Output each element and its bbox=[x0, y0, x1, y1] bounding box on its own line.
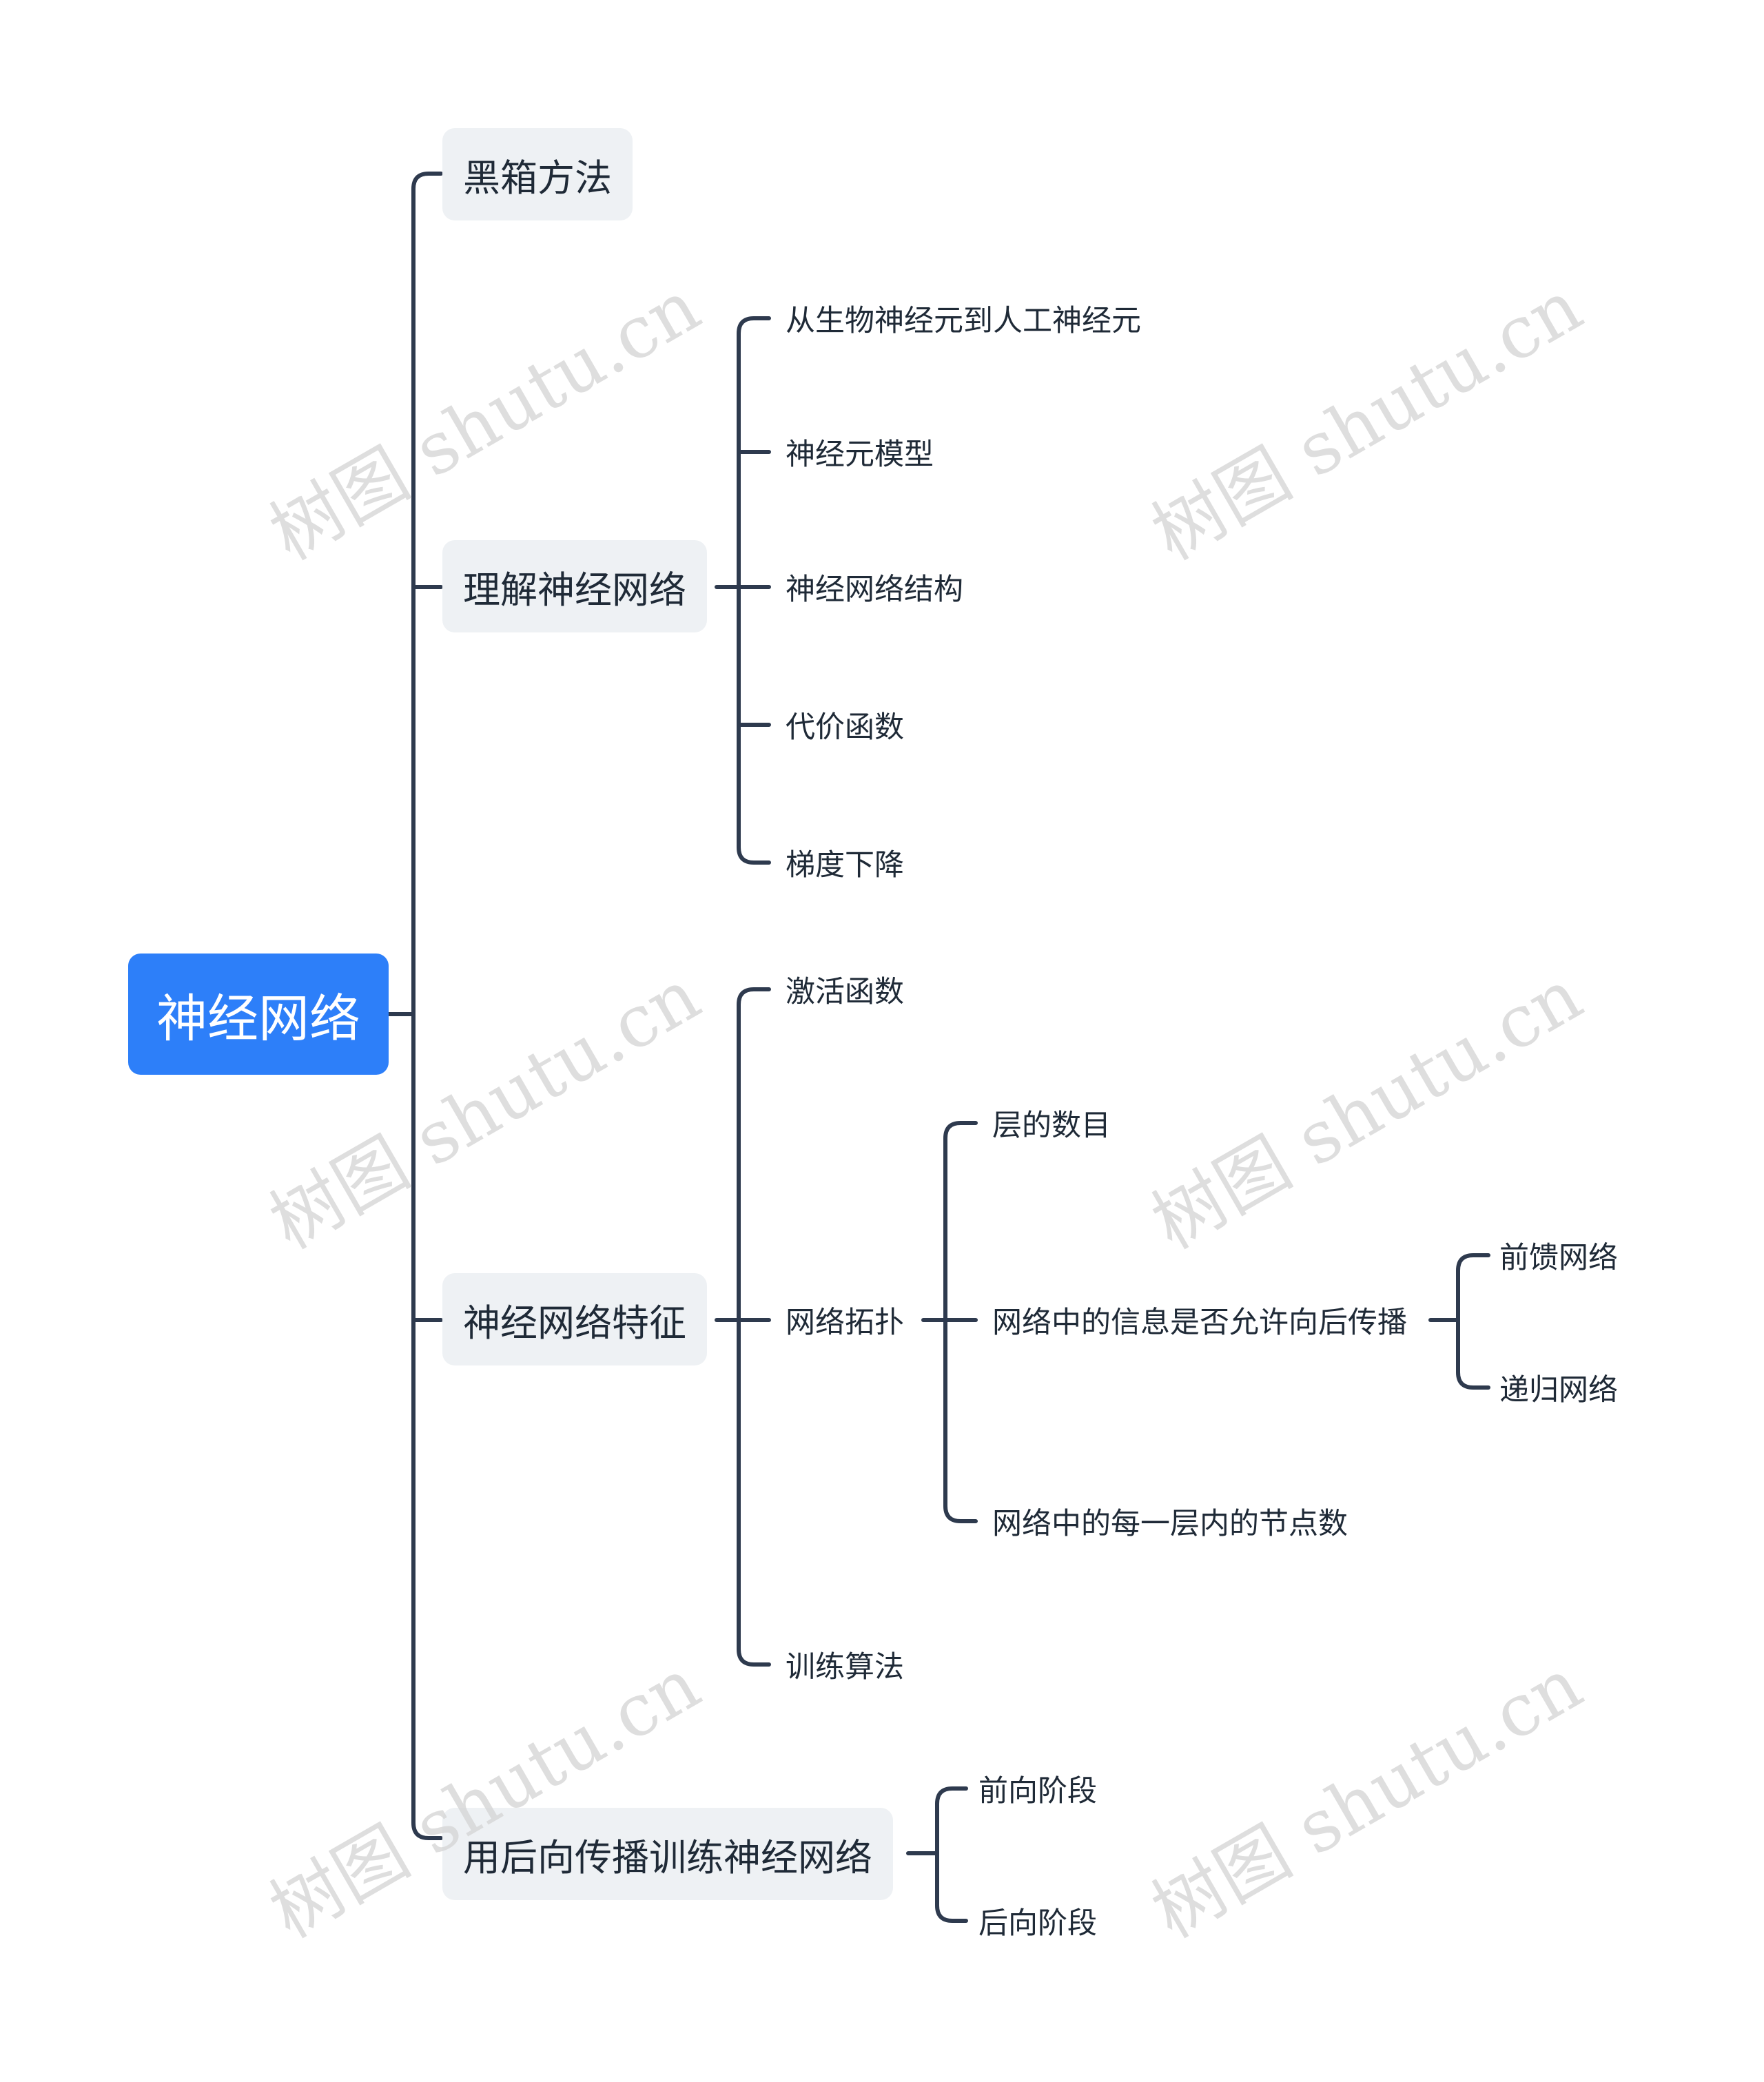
leaf-backward-phase[interactable]: 后向阶段 bbox=[978, 1906, 1097, 1941]
leaf-forward-phase[interactable]: 前向阶段 bbox=[978, 1774, 1097, 1808]
leaf-gradient-descent[interactable]: 梯度下降 bbox=[786, 848, 904, 883]
leaf-number-of-layers[interactable]: 层的数目 bbox=[992, 1109, 1111, 1143]
root-node[interactable]: 神经网络 bbox=[128, 954, 389, 1075]
leaf-activation-function[interactable]: 激活函数 bbox=[786, 975, 904, 1009]
branch-black-box[interactable]: 黑箱方法 bbox=[442, 128, 633, 220]
branch-nn-features[interactable]: 神经网络特征 bbox=[442, 1273, 707, 1365]
branch-backprop-training[interactable]: 用后向传播训练神经网络 bbox=[442, 1808, 893, 1900]
leaf-bio-to-artificial[interactable]: 从生物神经元到人工神经元 bbox=[786, 304, 1141, 338]
branch-understand-nn[interactable]: 理解神经网络 bbox=[442, 540, 707, 632]
leaf-neuron-model[interactable]: 神经元模型 bbox=[786, 437, 934, 472]
leaf-nn-structure[interactable]: 神经网络结构 bbox=[786, 573, 963, 607]
leaf-training-algorithm[interactable]: 训练算法 bbox=[786, 1650, 904, 1684]
leaf-recurrent-network[interactable]: 递归网络 bbox=[1499, 1373, 1618, 1408]
node-backprop-allowed[interactable]: 网络中的信息是否允许向后传播 bbox=[992, 1306, 1407, 1340]
leaf-nodes-per-layer[interactable]: 网络中的每一层内的节点数 bbox=[992, 1507, 1348, 1541]
leaf-feedforward-network[interactable]: 前馈网络 bbox=[1499, 1241, 1618, 1275]
leaf-cost-function[interactable]: 代价函数 bbox=[786, 710, 904, 745]
node-network-topology[interactable]: 网络拓扑 bbox=[786, 1306, 904, 1340]
